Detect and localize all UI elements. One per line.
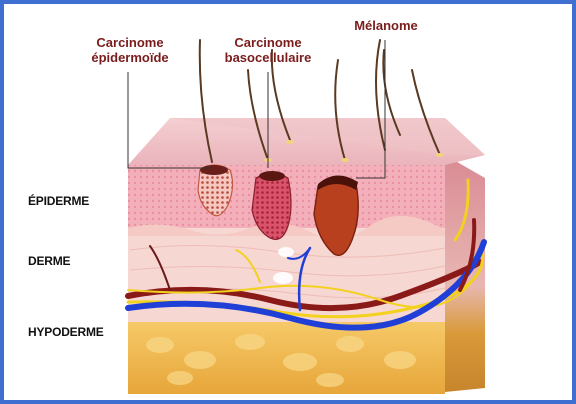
label-melanome: Mélanome [344, 18, 428, 33]
layer-label-derme: DERME [28, 254, 70, 268]
label-carcinome-epidermoide-line1: Carcinome [82, 35, 178, 50]
label-carcinome-basocellulaire-line2: basocellulaire [212, 50, 324, 65]
sweat-gland [278, 247, 294, 257]
label-carcinome-epidermoide-line2: épidermoïde [82, 50, 178, 65]
label-carcinome-basocellulaire-line1: Carcinome [212, 35, 324, 50]
layer-label-hypoderme: HYPODERME [28, 325, 104, 339]
sebaceous-gland [273, 272, 293, 284]
layer-label-epiderme: ÉPIDERME [28, 194, 89, 208]
label-carcinome-basocellulaire: Carcinome basocellulaire [212, 35, 324, 65]
label-carcinome-epidermoide: Carcinome épidermoïde [82, 35, 178, 65]
